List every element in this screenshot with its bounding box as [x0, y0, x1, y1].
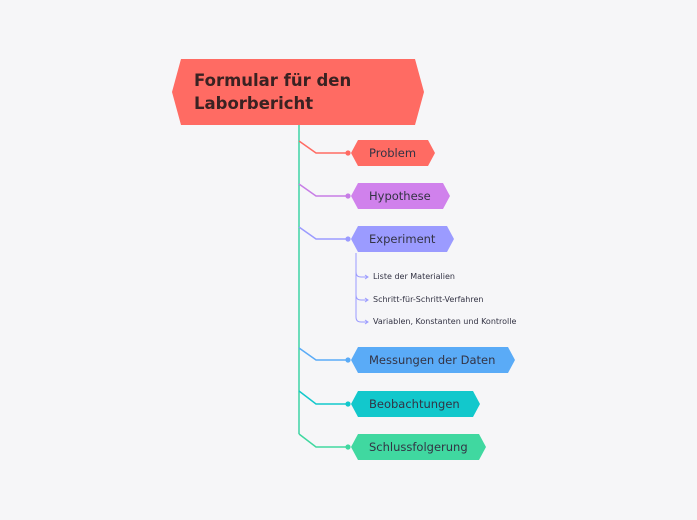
branch-beobachtungen[interactable]: Beobachtungen — [351, 391, 480, 417]
root-title-line2: Laborbericht — [194, 94, 314, 113]
branch-label-beobachtungen: Beobachtungen — [369, 397, 460, 411]
connector-beobachtungen — [298, 390, 346, 405]
branch-messungen-der-daten[interactable]: Messungen der Daten — [351, 347, 515, 373]
connector-problem — [298, 140, 346, 154]
connector-dot-hypothese — [345, 193, 351, 199]
branch-problem[interactable]: Problem — [351, 140, 435, 166]
sub-connector-experiment — [355, 253, 367, 323]
leaf-schritt-verfahren[interactable]: Schritt-für-Schritt-Verfahren — [373, 295, 484, 304]
connector-schlussfolgerung — [298, 433, 346, 448]
connector-experiment — [298, 226, 346, 240]
connector-dot-schlussfolgerung — [345, 444, 351, 450]
leaf-variablen-konstanten-kontrolle[interactable]: Variablen, Konstanten und Kontrolle — [373, 317, 517, 326]
branch-schlussfolgerung[interactable]: Schlussfolgerung — [351, 434, 486, 460]
connector-hypothese — [298, 183, 346, 197]
connector-dot-problem — [345, 150, 351, 156]
branch-label-problem: Problem — [369, 146, 417, 160]
root-topic[interactable]: Formular für den Laborbericht — [172, 59, 424, 125]
branch-label-messungen: Messungen der Daten — [369, 353, 496, 367]
connector-dot-experiment — [345, 236, 351, 242]
branch-experiment[interactable]: Experiment — [351, 226, 454, 252]
connector-messungen — [298, 347, 346, 361]
sub-arrow-2 — [364, 297, 369, 303]
sub-arrow-3 — [364, 319, 369, 325]
connector-dot-beobachtungen — [345, 401, 351, 407]
branch-label-schlussfolgerung: Schlussfolgerung — [369, 440, 468, 454]
sub-arrow-1 — [364, 274, 369, 280]
branch-label-experiment: Experiment — [369, 232, 436, 246]
connector-dot-messungen — [345, 357, 351, 363]
branch-label-hypothese: Hypothese — [369, 189, 431, 203]
leaf-liste-der-materialien[interactable]: Liste der Materialien — [373, 272, 455, 281]
root-title-line1: Formular für den — [194, 71, 352, 90]
branch-hypothese[interactable]: Hypothese — [351, 183, 450, 209]
